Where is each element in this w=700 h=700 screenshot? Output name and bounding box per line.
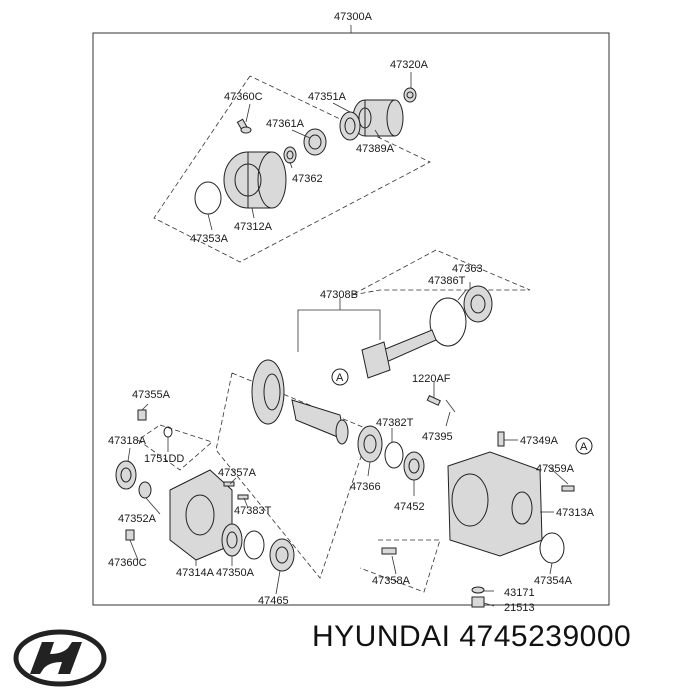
callout: 47361A <box>266 118 305 130</box>
callout: 47366 <box>350 481 381 493</box>
part-number: 4745239000 <box>459 620 632 653</box>
callout: 47383T <box>234 505 272 517</box>
seal-47351a <box>339 111 361 141</box>
callout: 47352A <box>118 513 157 525</box>
brand-part-line: HYUNDAI 4745239000 <box>312 620 631 654</box>
hyundai-logo-icon <box>13 629 107 687</box>
plug-21513 <box>471 596 485 608</box>
shim-ring <box>243 530 265 560</box>
spacer-47362 <box>283 146 297 164</box>
callout: 47386T <box>428 275 466 287</box>
bearing-47366 <box>357 425 383 463</box>
callout: 47349A <box>520 435 559 447</box>
o-ring-1751dd <box>163 426 173 438</box>
callout: 47359A <box>536 463 575 475</box>
callout: 21513 <box>504 602 535 614</box>
lower-left-outline <box>137 424 213 471</box>
transfer-case-47313a <box>447 451 543 557</box>
differential-case <box>291 399 349 445</box>
callout: 47314A <box>176 567 215 579</box>
callout: 47353A <box>190 233 229 245</box>
housing-47312a <box>223 151 287 209</box>
callout: 47382T <box>376 417 414 429</box>
callout: 47465 <box>258 595 289 607</box>
shim-47383t <box>237 494 249 500</box>
callout: 47360C <box>224 91 263 103</box>
reference-marker-a-right: A <box>575 437 593 455</box>
washer-47352a <box>138 481 152 499</box>
drive-pinion-shaft <box>361 329 437 379</box>
bearing-47350a <box>221 523 243 557</box>
pin-47357a <box>223 481 235 487</box>
callout: 47355A <box>132 389 171 401</box>
callout: 47395 <box>422 431 453 443</box>
flange-47389a <box>352 99 404 137</box>
o-ring-47354a <box>539 532 565 564</box>
upper-assembly-outline <box>153 75 431 263</box>
seal-47465 <box>269 538 295 572</box>
assembly-label: 47300A <box>334 11 373 23</box>
nut-47320a <box>403 87 417 103</box>
bearing-47452 <box>403 451 425 481</box>
pin-1220af <box>426 394 441 406</box>
callout: 47389A <box>356 143 395 155</box>
callout: 47363 <box>452 263 483 275</box>
plug-47359a <box>561 485 575 492</box>
reference-marker-a-right-label: A <box>580 441 588 453</box>
callout: 47362 <box>292 173 323 185</box>
bolt-47358a <box>381 547 397 555</box>
reference-marker-a-left: A <box>331 368 349 386</box>
clip-47395 <box>445 399 456 413</box>
bolt-47355a <box>137 409 147 421</box>
middle-assembly-outline <box>351 249 531 296</box>
bolt-47360c-upper <box>236 118 252 134</box>
shim-47382t <box>384 441 404 469</box>
callout: 47358A <box>372 575 411 587</box>
callout: 47308B <box>320 289 358 301</box>
o-ring-47353a <box>194 181 222 215</box>
callout: 47357A <box>218 467 257 479</box>
seal-47318a <box>115 460 137 490</box>
callout: 47350A <box>216 567 255 579</box>
callout: 47351A <box>308 91 347 103</box>
bearing-47363 <box>463 285 493 323</box>
bolt-47360c-lower <box>125 529 135 541</box>
leader-lines <box>127 72 569 607</box>
breather-47349a <box>497 431 505 447</box>
reference-marker-a-left-label: A <box>336 372 344 384</box>
callout: 47354A <box>534 575 573 587</box>
callout: 47360C <box>108 557 147 569</box>
callout: 43171 <box>504 587 535 599</box>
washer-43171 <box>471 586 485 594</box>
lower-right-outline <box>359 539 441 593</box>
brand-name: HYUNDAI <box>312 620 451 653</box>
callout: 47452 <box>394 501 425 513</box>
bearing-47361a <box>303 128 327 156</box>
callout: 1751DD <box>144 453 184 465</box>
callout: 47318A <box>108 435 147 447</box>
callout: 1220AF <box>412 373 451 385</box>
callout: 47320A <box>390 59 429 71</box>
callout: 47312A <box>234 221 273 233</box>
ring-gear <box>251 359 285 425</box>
gasket-47386t <box>429 297 467 347</box>
callout: 47313A <box>556 507 595 519</box>
